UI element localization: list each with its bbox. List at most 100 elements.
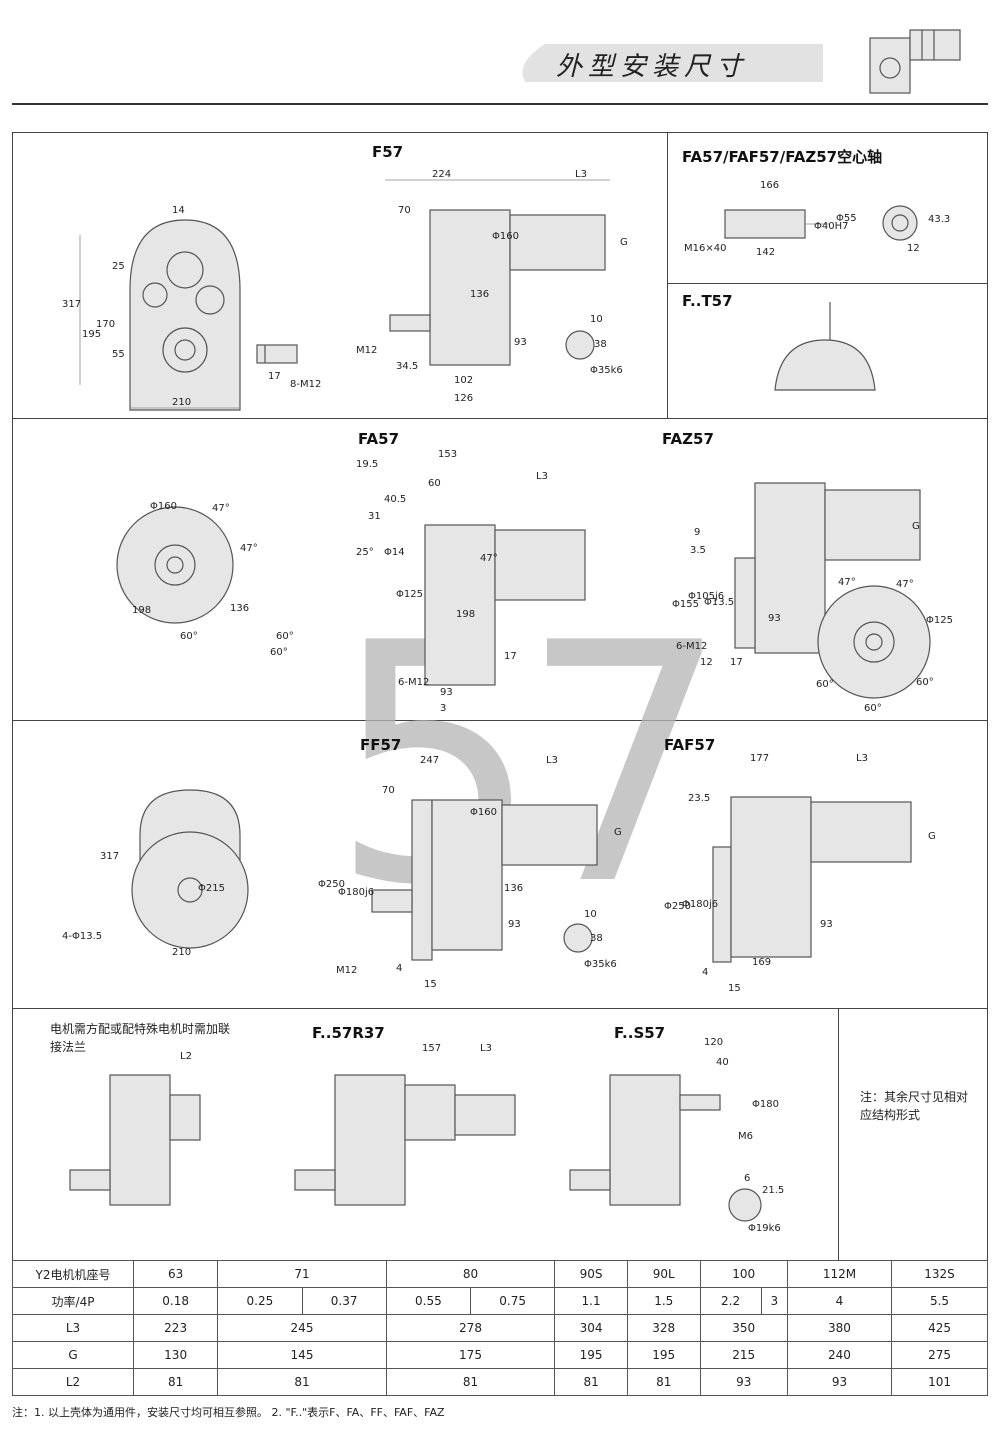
fa57-dim-60: 60 (428, 478, 441, 489)
table-cell: 328 (626, 1314, 701, 1342)
ff57-title: FF57 (360, 736, 402, 754)
f57-dim-224: 224 (432, 169, 452, 180)
table-cell: 0.55 (385, 1287, 472, 1315)
spec-table: Y2电机机座号 63 71 80 90S 90L 100 112M 132S 功… (12, 1260, 988, 1396)
table-cell: 90S (554, 1260, 628, 1288)
fa57-dim-25deg: 25° (356, 547, 374, 558)
table-cell: 425 (891, 1314, 988, 1342)
faf57-side-view (712, 796, 912, 963)
f57-dim-38: 38 (594, 339, 607, 350)
ff57-dim-m12: M12 (336, 965, 358, 976)
table-cell: 223 (132, 1314, 219, 1342)
f57-dim-m12: M12 (356, 345, 378, 356)
fa57-dim-19-5: 19.5 (356, 459, 379, 470)
ff57-dim-phi250: Φ250 (318, 879, 345, 890)
table-cell: 2.2 (699, 1287, 762, 1315)
ff57-shaft-section (563, 923, 593, 953)
table-cell: 93 (699, 1368, 788, 1396)
row-label-motor-frame: Y2电机机座号 (12, 1260, 134, 1288)
faz57-dim-47a: 47° (838, 577, 856, 588)
table-cell: 4 (786, 1287, 893, 1315)
fs57-dim-phi19k6: Φ19k6 (748, 1223, 781, 1234)
header-rule (12, 103, 988, 105)
ff57-dim-70: 70 (382, 785, 395, 796)
fa57-dim-31: 31 (368, 511, 381, 522)
faz57-dim-g: G (912, 521, 920, 532)
table-cell: 240 (786, 1341, 893, 1369)
f57-title: F57 (372, 143, 404, 161)
f57r37-view (294, 1074, 516, 1206)
fa57-dim-153: 153 (438, 449, 458, 460)
faz57-title: FAZ57 (662, 430, 714, 448)
f57-dim-25: 25 (112, 261, 125, 272)
hollow-dim-m16x40: M16×40 (684, 243, 727, 254)
hollow-dim-phi40h7: Φ40H7 (814, 221, 849, 232)
faf57-dim-l3: L3 (856, 753, 868, 764)
hollow-dim-12: 12 (907, 243, 920, 254)
f57-dim-195: 195 (82, 329, 102, 340)
faf57-dim-23-5: 23.5 (688, 793, 711, 804)
ff57-dim-4-phi13-5: 4-Φ13.5 (62, 931, 103, 942)
table-cell: 0.37 (301, 1287, 387, 1315)
faz57-dim-phi105j6: Φ105j6 (688, 591, 725, 602)
fa57-dim-17: 60° (276, 631, 294, 642)
fa57-dim-phi14: Φ14 (384, 547, 405, 558)
ff57-dim-l3: L3 (546, 755, 558, 766)
table-cell: 380 (786, 1314, 893, 1342)
ff57-dim-phi215: Φ215 (198, 883, 225, 894)
hollow-dim-43-3: 43.3 (928, 214, 951, 225)
table-cell: 112M (786, 1260, 893, 1288)
divider-row-1 (12, 418, 988, 419)
f57-dim-l3: L3 (575, 169, 587, 180)
ff57-dim-4: 4 (396, 963, 403, 974)
f57-dim-126: 126 (454, 393, 474, 404)
f57r37-title: F..57R37 (312, 1024, 385, 1042)
row-label-l3: L3 (12, 1314, 134, 1342)
table-cell: 215 (699, 1341, 788, 1369)
fa57-front-view (116, 506, 234, 624)
table-cell: 81 (626, 1368, 701, 1396)
gearbox-logo-image (869, 29, 961, 94)
f57-dim-phi160: Φ160 (492, 231, 519, 242)
f57-dim-170: 170 (96, 319, 116, 330)
ff57-dim-phi160: Φ160 (470, 807, 497, 818)
fa57-dim-47b: 47° (212, 503, 230, 514)
fs57-title: F..S57 (614, 1024, 666, 1042)
f57-front-view (79, 219, 241, 411)
table-cell: 71 (217, 1260, 387, 1288)
table-cell: 80 (385, 1260, 556, 1288)
table-cell: 145 (217, 1341, 387, 1369)
divider-ft57 (667, 283, 988, 284)
ff57-dim-10: 10 (584, 909, 597, 920)
table-row: 功率/4P 0.18 0.25 0.37 0.55 0.75 1.1 1.5 2… (12, 1287, 988, 1315)
fa57-dim-47a: Φ160 (150, 501, 177, 512)
ff57-front-view (131, 789, 249, 949)
f57-dim-136: 136 (470, 289, 490, 300)
faz57-dim-60c: 60° (864, 703, 882, 714)
ff57-dim-15: 15 (424, 979, 437, 990)
fa57-side-view (424, 524, 586, 686)
fa57-dim-l3: L3 (536, 471, 548, 482)
header-band (522, 44, 823, 82)
f57-dim-8-m12: 8-M12 (290, 379, 322, 390)
fa57-dim-93: 17 (504, 651, 517, 662)
f57r37-dim-157: 157 (422, 1043, 442, 1054)
f57-dim-70: 70 (398, 205, 411, 216)
ff57-dim-136: 136 (504, 883, 524, 894)
table-cell: 1.1 (554, 1287, 628, 1315)
fa57-dim-6-m12: 60° (270, 647, 288, 658)
faz57-dim-47b: 47° (896, 579, 914, 590)
table-cell: 245 (217, 1314, 387, 1342)
table-cell: 195 (626, 1341, 701, 1369)
table-cell: 90L (626, 1260, 701, 1288)
table-row: Y2电机机座号 63 71 80 90S 90L 100 112M 132S (12, 1260, 988, 1288)
page-title: 外型安装尺寸 (556, 52, 749, 82)
footnote: 注：1. 以上壳体为通用件，安装尺寸均可相互参照。 2. "F.."表示F、FA… (12, 1406, 445, 1419)
f57-dim-317: 317 (62, 299, 82, 310)
f57-dim-10: 10 (590, 314, 603, 325)
faf57-title: FAF57 (664, 736, 716, 754)
table-cell: 1.5 (626, 1287, 701, 1315)
table-cell: 350 (699, 1314, 788, 1342)
ft57-view (774, 302, 876, 391)
faf57-dim-169: 169 (752, 957, 772, 968)
